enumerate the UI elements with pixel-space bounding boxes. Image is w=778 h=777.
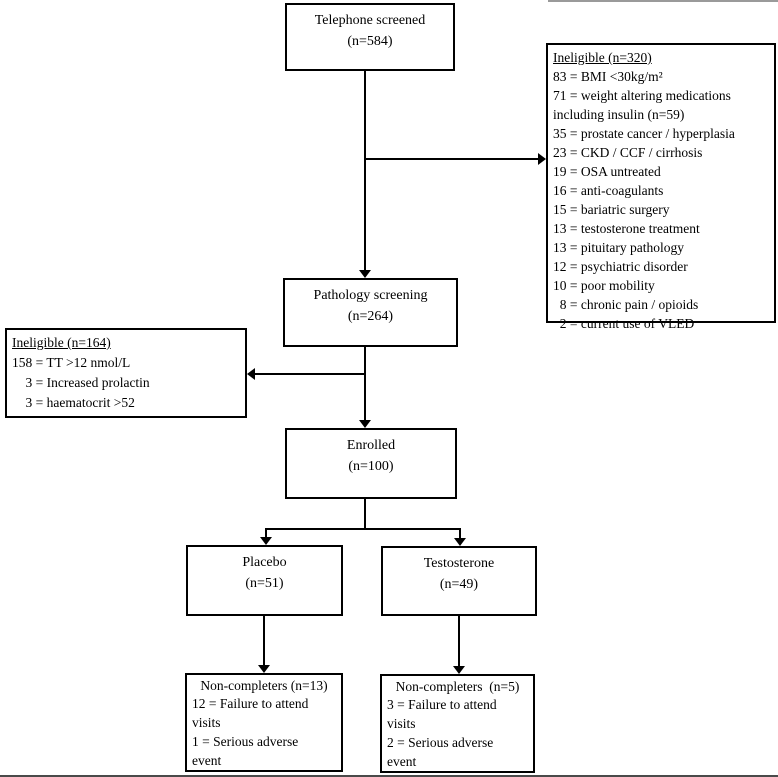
text-line: 13 = pituitary pathology	[553, 240, 684, 255]
text-line: visits	[192, 715, 221, 730]
text-line: event	[387, 754, 417, 769]
text-line: 8 = chronic pain / opioids	[553, 297, 699, 312]
noncompleters-placebo-box: Non-completers (n=13) 12 = Failure to at…	[185, 673, 343, 772]
text-line: 3 = Failure to attend	[387, 697, 497, 712]
noncompleters-testosterone-box: Non-completers (n=5) 3 = Failure to atte…	[380, 674, 535, 773]
noncompleters-placebo-title: Non-completers (n=13)	[200, 678, 328, 693]
arrowhead-into-pathology	[359, 270, 371, 278]
connector-to-ineligible-phone	[365, 158, 540, 160]
testosterone-box: Testosterone (n=49)	[381, 546, 537, 616]
text-line: 10 = poor mobility	[553, 278, 655, 293]
box-count: (n=264)	[347, 309, 394, 324]
text-line: including insulin (n=59)	[553, 107, 685, 122]
pathology-screening-box: Pathology screening (n=264)	[283, 278, 458, 347]
box-title: Placebo	[242, 555, 287, 570]
noncompleters-testosterone-title: Non-completers (n=5)	[395, 679, 520, 694]
placebo-box: Placebo (n=51)	[186, 545, 343, 616]
text-line: 16 = anti-coagulants	[553, 183, 664, 198]
ineligible-pathology-title: Ineligible (n=164)	[12, 335, 111, 350]
box-title: Enrolled	[346, 438, 396, 453]
text-line: 23 = CKD / CCF / cirrhosis	[553, 145, 703, 160]
arrowhead-into-testosterone	[454, 538, 466, 546]
text-line: 13 = testosterone treatment	[553, 221, 700, 236]
text-line: 2 = current use of VLED	[553, 316, 695, 331]
ineligible-phone-title: Ineligible (n=320)	[553, 50, 652, 65]
enrolled-box: Enrolled (n=100)	[285, 428, 457, 499]
arrowhead-into-ineligible-pathology	[247, 368, 255, 380]
telephone-screened-box: Telephone screened (n=584)	[285, 3, 455, 71]
arrowhead-into-ineligible-phone	[538, 153, 546, 165]
connector-pathology-to-enrolled	[364, 347, 366, 421]
ineligible-phone-list: 83 = BMI <30kg/m² 71 = weight altering me…	[553, 67, 769, 333]
box-title: Pathology screening	[313, 288, 428, 303]
text-line: 3 = haematocrit >52	[12, 395, 135, 410]
ineligible-pathology-list: 158 = TT >12 nmol/L 3 = Increased prolac…	[12, 353, 240, 413]
connector-placebo-to-noncompleters	[263, 616, 265, 666]
ineligible-pathology-box: Ineligible (n=164) 158 = TT >12 nmol/L 3…	[5, 328, 247, 418]
arrowhead-into-enrolled	[359, 420, 371, 428]
text-line: 2 = Serious adverse	[387, 735, 494, 750]
text-line: 12 = Failure to attend	[192, 696, 309, 711]
connector-to-ineligible-pathology	[253, 373, 365, 375]
connector-randomisation-split	[265, 528, 460, 530]
text-line: event	[192, 753, 222, 768]
connector-testosterone-to-noncompleters	[458, 616, 460, 667]
connector-telephone-to-pathology	[364, 71, 366, 271]
text-line: 12 = psychiatric disorder	[553, 259, 688, 274]
text-line: 15 = bariatric surgery	[553, 202, 670, 217]
text-line: visits	[387, 716, 416, 731]
box-count: (n=49)	[439, 577, 479, 592]
text-line: 158 = TT >12 nmol/L	[12, 355, 131, 370]
arrowhead-into-noncompleters-placebo	[258, 665, 270, 673]
connector-enrolled-down	[364, 499, 366, 530]
text-line: 1 = Serious adverse	[192, 734, 299, 749]
box-title: Testosterone	[423, 556, 495, 571]
top-edge-line	[548, 0, 778, 2]
connector-to-testosterone	[459, 528, 461, 540]
text-line: 35 = prostate cancer / hyperplasia	[553, 126, 735, 141]
text-line: 19 = OSA untreated	[553, 164, 661, 179]
connector-to-placebo	[265, 528, 267, 539]
noncompleters-testosterone-list: 3 = Failure to attend visits 2 = Serious a…	[387, 695, 528, 771]
box-count: (n=51)	[245, 576, 284, 591]
text-line: 3 = Increased prolactin	[12, 375, 150, 390]
text-line: 83 = BMI <30kg/m²	[553, 69, 663, 84]
arrowhead-into-noncompleters-testosterone	[453, 666, 465, 674]
arrowhead-into-placebo	[260, 537, 272, 545]
ineligible-phone-box: Ineligible (n=320) 83 = BMI <30kg/m² 71 =…	[546, 43, 776, 331]
bottom-edge-line	[0, 775, 778, 777]
text-line: 71 = weight altering medications	[553, 88, 731, 103]
box-title: Telephone screened	[314, 13, 426, 28]
box-count: (n=584)	[347, 34, 393, 49]
box-count: (n=100)	[348, 459, 394, 474]
noncompleters-placebo-list: 12 = Failure to attend visits 1 = Serious …	[192, 694, 336, 770]
